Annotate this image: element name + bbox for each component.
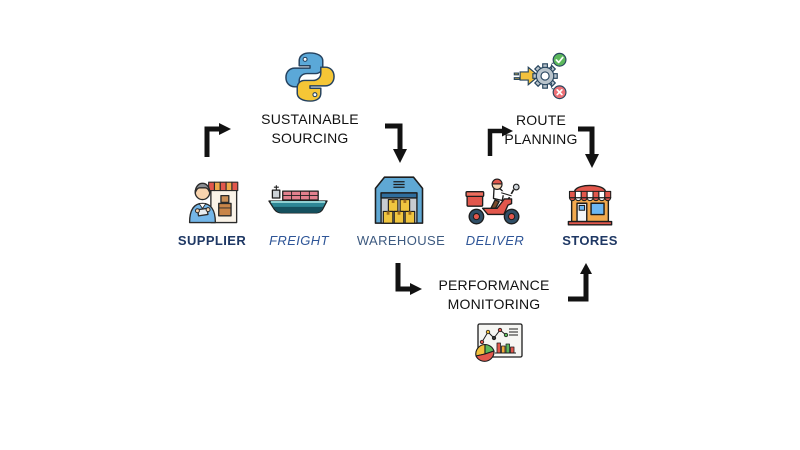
performance-monitoring-label: PERFORMANCE MONITORING bbox=[432, 276, 556, 314]
cross-badge bbox=[552, 85, 567, 100]
route-line2: PLANNING bbox=[504, 131, 578, 147]
stores-label: STORES bbox=[562, 233, 618, 248]
supplier-icon bbox=[184, 169, 240, 229]
arrow-sourcing-to-warehouse bbox=[383, 121, 411, 165]
sourcing-line1: SUSTAINABLE bbox=[261, 111, 359, 127]
route-line1: ROUTE bbox=[516, 112, 566, 128]
delivery-scooter-icon bbox=[464, 171, 524, 229]
performance-line1: PERFORMANCE bbox=[438, 277, 550, 293]
check-badge bbox=[552, 52, 567, 67]
cargo-ship-icon bbox=[266, 182, 330, 220]
arrow-warehouse-to-performance bbox=[392, 261, 424, 297]
supplier-label: SUPPLIER bbox=[177, 233, 247, 248]
sustainable-sourcing-label: SUSTAINABLE SOURCING bbox=[238, 110, 382, 148]
storefront-icon bbox=[563, 171, 617, 229]
performance-line2: MONITORING bbox=[447, 296, 541, 312]
route-planning-icon bbox=[512, 47, 570, 105]
analytics-icon bbox=[466, 322, 524, 370]
warehouse-icon bbox=[371, 168, 427, 229]
deliver-label: DELIVER bbox=[465, 233, 525, 248]
sourcing-line2: SOURCING bbox=[271, 130, 349, 146]
warehouse-label: WAREHOUSE bbox=[356, 233, 446, 248]
arrow-supplier-to-sourcing bbox=[201, 121, 233, 159]
arrow-performance-to-stores bbox=[566, 261, 596, 303]
yellow-arrow bbox=[513, 66, 540, 86]
gear-shape bbox=[532, 63, 558, 89]
python-icon bbox=[283, 48, 337, 106]
arrow-into-route-planning bbox=[485, 124, 515, 158]
arrow-planning-to-stores bbox=[576, 124, 602, 170]
freight-label: FREIGHT bbox=[269, 233, 329, 248]
route-planning-label: ROUTE PLANNING bbox=[480, 111, 602, 149]
